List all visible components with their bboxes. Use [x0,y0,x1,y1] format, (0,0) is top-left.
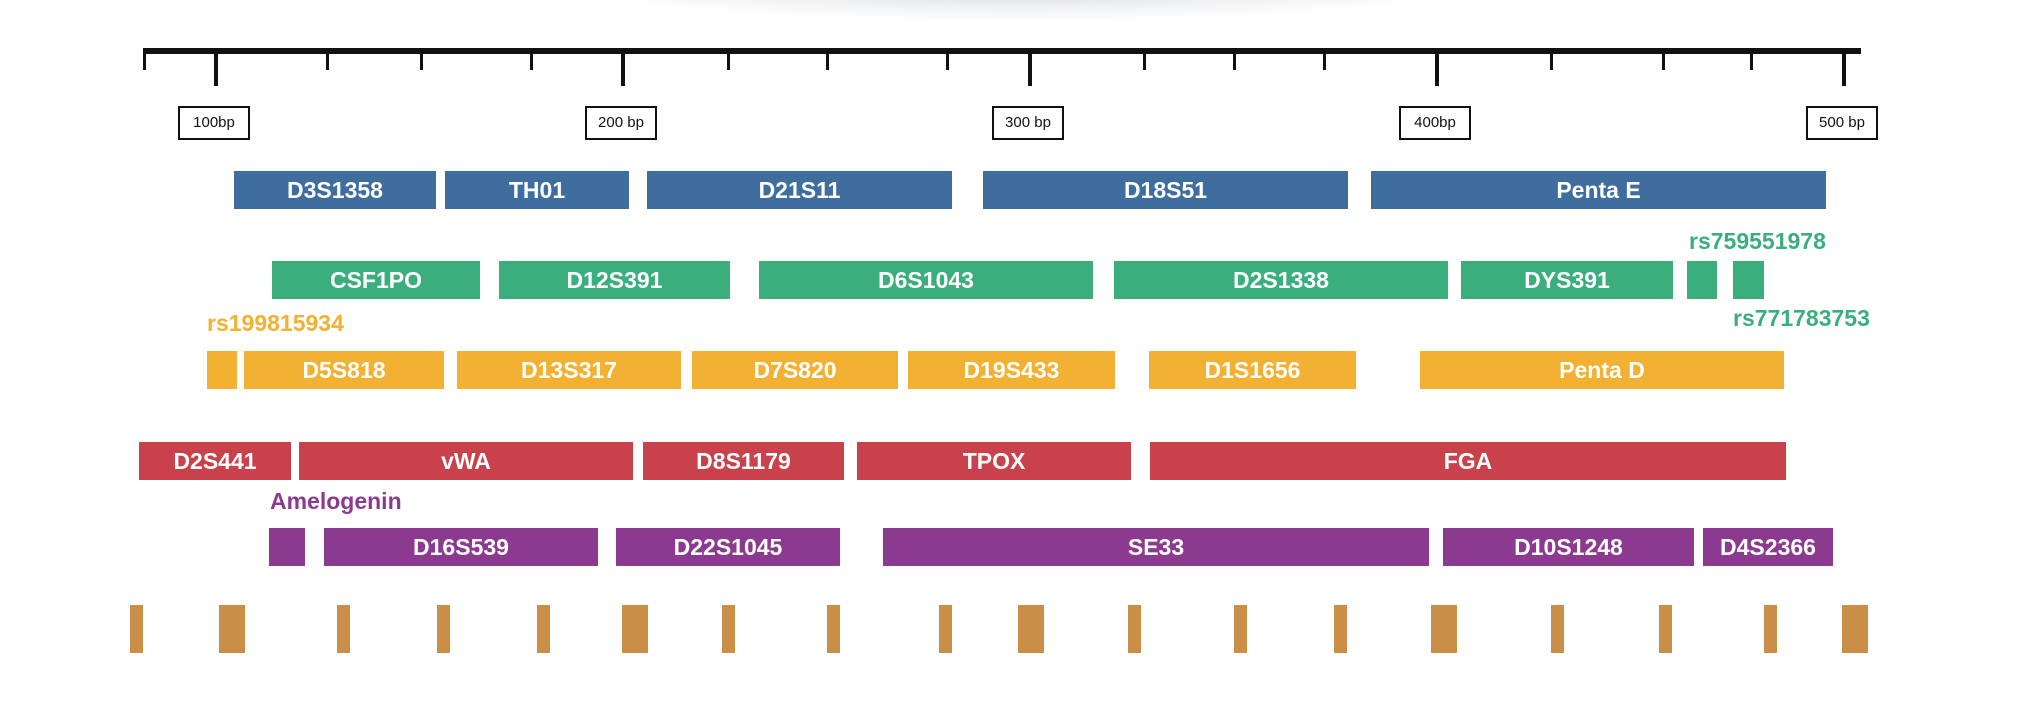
size-marker [622,605,648,653]
locus-d1s1656: D1S1656 [1149,351,1356,389]
axis-major-tick-500 [1842,50,1846,86]
locus-d12s391: D12S391 [499,261,730,299]
snp-label-rs759551978: rs759551978 [1689,228,1826,254]
size-marker [827,605,840,653]
size-marker [1334,605,1347,653]
size-marker [722,605,735,653]
axis-label-500bp: 500 bp [1806,106,1878,140]
locus-vwa: vWA [299,442,633,480]
locus-d19s433: D19S433 [908,351,1115,389]
locus-csf1po: CSF1PO [272,261,480,299]
locus-amelogenin [269,528,305,566]
axis-label-400bp: 400bp [1399,106,1471,140]
locus-rs771783753 [1733,261,1764,299]
background-glow [560,0,1480,20]
snp-label-rs199815934: rs199815934 [207,310,344,336]
size-marker [130,605,143,653]
locus-d2s1338: D2S1338 [1114,261,1448,299]
locus-penta-e: Penta E [1371,171,1826,209]
axis-minor-tick [1233,50,1236,70]
size-marker [1018,605,1044,653]
size-marker [1128,605,1141,653]
axis-minor-tick [530,50,533,70]
locus-d7s820: D7S820 [692,351,898,389]
size-marker [1842,605,1868,653]
size-marker [1234,605,1247,653]
locus-d10s1248: D10S1248 [1443,528,1694,566]
axis-major-tick-200 [621,50,625,86]
size-marker [537,605,550,653]
axis-minor-tick [727,50,730,70]
axis-label-300bp: 300 bp [992,106,1064,140]
locus-rs759551978 [1687,261,1717,299]
axis-minor-tick [326,50,329,70]
axis-minor-tick [1550,50,1553,70]
axis-minor-tick [1750,50,1753,70]
locus-th01: TH01 [445,171,629,209]
locus-d6s1043: D6S1043 [759,261,1093,299]
locus-dys391: DYS391 [1461,261,1673,299]
locus-d22s1045: D22S1045 [616,528,840,566]
size-marker [1764,605,1777,653]
size-marker [1659,605,1672,653]
locus-d18s51: D18S51 [983,171,1348,209]
locus-d8s1179: D8S1179 [643,442,844,480]
locus-se33: SE33 [883,528,1429,566]
size-marker [437,605,450,653]
size-marker [219,605,245,653]
axis-label-200bp: 200 bp [585,106,657,140]
locus-tpox: TPOX [857,442,1131,480]
snp-label-amelogenin: Amelogenin [270,488,402,514]
axis-minor-tick [826,50,829,70]
size-marker [1551,605,1564,653]
axis-minor-tick [143,50,146,70]
size-axis-line [143,48,1861,54]
size-marker [1431,605,1457,653]
locus-d13s317: D13S317 [457,351,681,389]
locus-d3s1358: D3S1358 [234,171,436,209]
axis-major-tick-300 [1028,50,1032,86]
axis-minor-tick [1143,50,1146,70]
size-marker [337,605,350,653]
axis-major-tick-400 [1435,50,1439,86]
size-marker [939,605,952,653]
locus-rs199815934 [207,351,237,389]
locus-penta-d: Penta D [1420,351,1784,389]
locus-d21s11: D21S11 [647,171,952,209]
snp-label-rs771783753: rs771783753 [1733,305,1870,331]
locus-d5s818: D5S818 [244,351,444,389]
locus-d2s441: D2S441 [139,442,291,480]
axis-minor-tick [1323,50,1326,70]
axis-minor-tick [946,50,949,70]
axis-minor-tick [1662,50,1665,70]
locus-d16s539: D16S539 [324,528,598,566]
locus-fga: FGA [1150,442,1786,480]
axis-label-100bp: 100bp [178,106,250,140]
axis-major-tick-100 [214,50,218,86]
locus-d4s2366: D4S2366 [1703,528,1833,566]
axis-minor-tick [420,50,423,70]
